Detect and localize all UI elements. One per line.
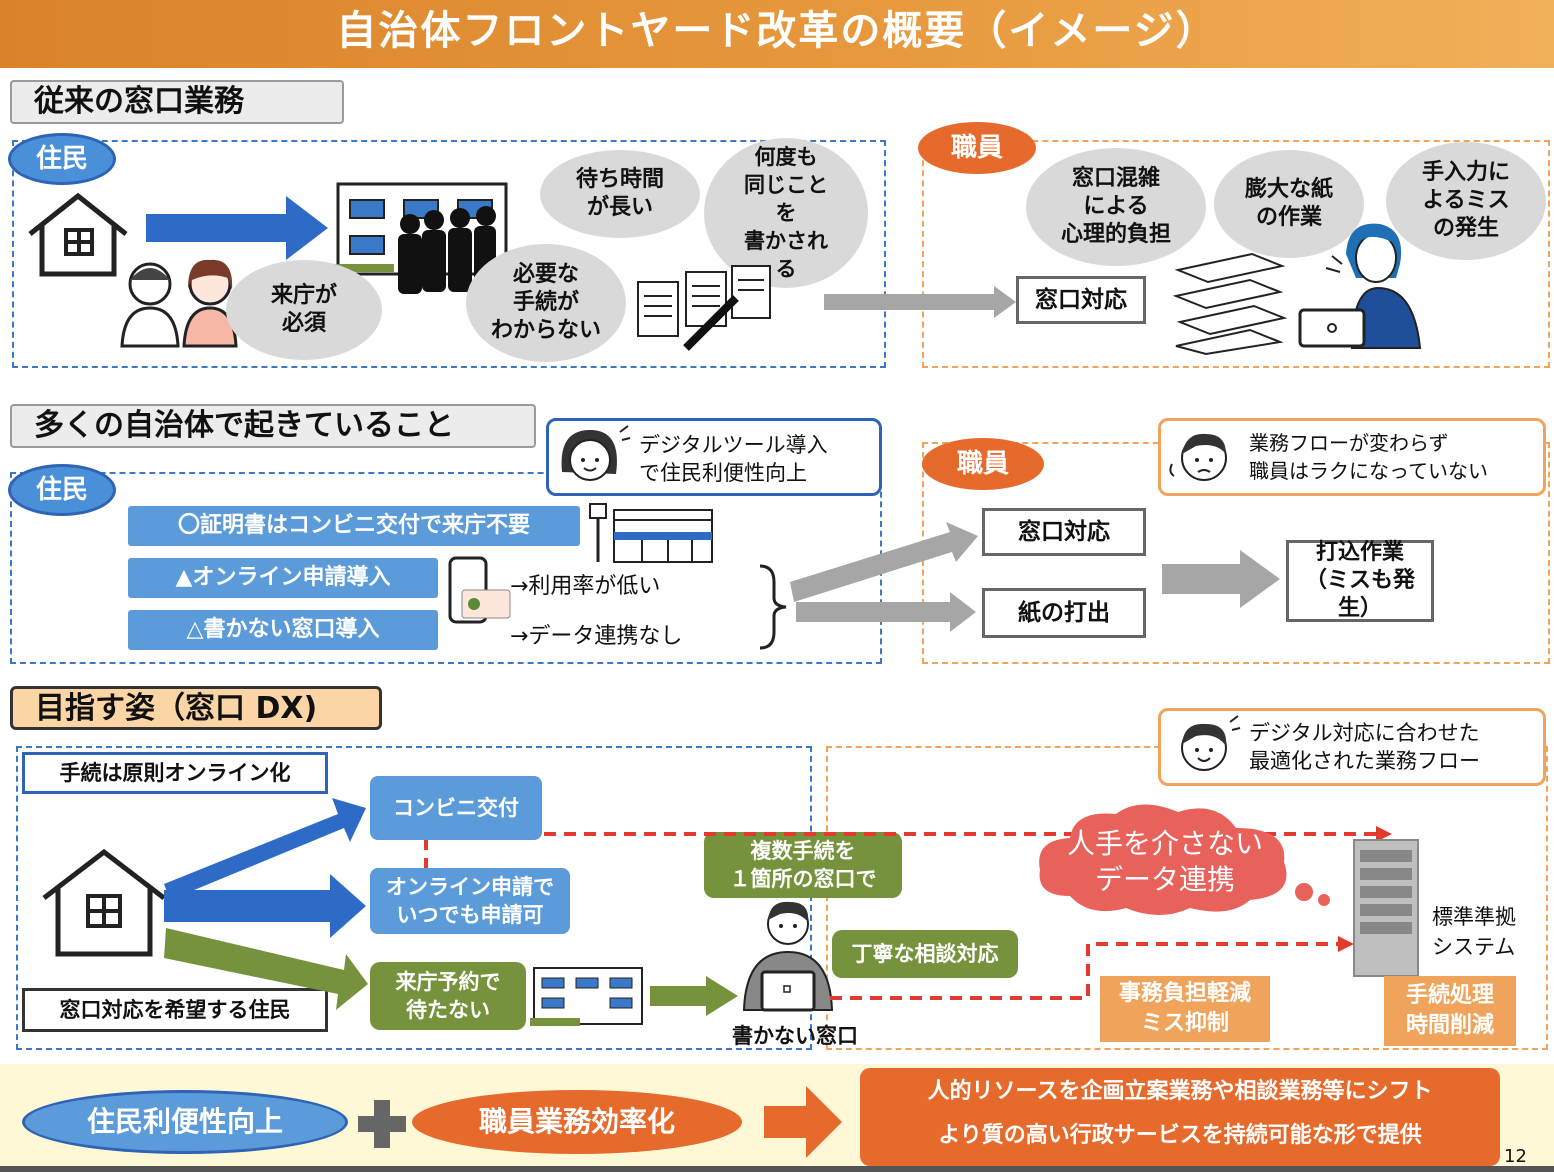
result-low-usage: →利用率が低い [510,574,661,599]
page-title: 自治体フロントヤード改革の概要（イメージ） [336,8,1218,54]
bubble-paper-work: 膨大な紙 の作業 [1214,150,1364,258]
counter-box: 窓口対応 [982,508,1146,556]
burden-reduction-box: 事務負担軽減 ミス抑制 [1100,976,1270,1042]
cloud-text: 人手を介さない データ連携 [1066,827,1263,896]
house-arrows [164,798,368,1010]
convenience-store-icon [589,503,713,563]
item-convenience-store: 〇証明書はコンビニ交付で来庁不要 [128,506,580,546]
time-reduction-box: 手続処理 時間削減 [1384,976,1516,1046]
gray-arrow-traditional [824,286,1016,318]
data-link-cloud [1039,804,1330,915]
residents-icon [120,259,238,348]
paper-print-box: 紙の打出 [982,588,1146,638]
counter-staff-icon [742,901,834,1012]
section-label-current: 多くの自治体で起きていること [10,404,536,448]
house-icon [28,192,128,277]
counter-box: 窓口対応 [1016,276,1146,324]
smiling-face-icon [1181,715,1241,771]
footer-staff-efficiency: 職員業務効率化 [412,1090,742,1154]
staff-area-traditional [922,140,1550,368]
bubble-repeat-writing: 何度も 同じこと を 書かされ る [704,138,868,288]
plus-icon [358,1100,406,1148]
multi-procedure-box: 複数手続を １箇所の窓口で [704,832,902,898]
bubble-visit-required: 来庁が 必須 [226,260,382,360]
standard-system-label: 標準準拠 システム [1432,905,1516,959]
server-icon [1353,839,1419,977]
red-dash-connector [424,840,428,868]
office-building-icon [530,967,643,1026]
resident-tag: 住民 [8,464,116,516]
smartphone-icon [448,556,511,624]
footer-result-line1: 人的リソースを企画立案業務や相談業務等にシフト [927,1079,1433,1104]
consultation-box: 丁寧な相談対応 [832,930,1018,978]
documents-pen-icon [637,265,771,351]
staff-tag: 職員 [918,122,1036,174]
gray-arrow-to-input [1162,550,1280,608]
counter-wish-label: 窓口対応を希望する住民 [22,988,328,1032]
page-number: 12 [1504,1146,1527,1167]
online-policy-label: 手続は原則オンライン化 [22,752,328,794]
gray-arrows-split [790,522,978,632]
resident-area-traditional [12,140,886,368]
section-label-traditional: 従来の窓口業務 [10,80,344,124]
stressed-worker-icon [1298,223,1422,349]
item-online-application: ▲オンライン申請導入 [128,558,438,598]
title-banner [0,0,1554,68]
data-link-lines [544,826,1392,1000]
house-icon [42,848,166,957]
online-apply-box: オンライン申請で いつでも申請可 [370,868,570,934]
footer-result-line2: より質の高い行政サービスを持続可能な形で提供 [938,1123,1422,1148]
reservation-box: 来庁予約で 待たない [370,962,526,1030]
woman-face-icon [561,425,631,481]
resident-tag: 住民 [8,133,116,185]
brace-icon [759,564,787,650]
section-label-target: 目指す姿（窓口 DX) [10,686,382,730]
item-no-writing-counter: △書かない窓口導入 [128,610,438,650]
paper-stack-icon [1172,252,1288,356]
bubble-input-errors: 手入力に よるミス の発生 [1386,142,1546,260]
office-queue-icon [334,182,508,294]
manual-input-box: 打込作業 （ミスも発 生） [1286,540,1434,622]
footer-arrow [764,1086,842,1158]
convenience-store-box: コンビニ交付 [370,776,542,840]
result-no-data-link: →データ連携なし [510,624,683,649]
footer-rule [0,1166,1554,1172]
bubble-stress: 窓口混雑 による 心理的負担 [1026,148,1206,266]
optimized-workflow-note: デジタル対応に合わせた 最適化された業務フロー [1158,708,1546,786]
visit-arrow [146,196,328,260]
worried-face-icon [1169,433,1227,481]
no-write-counter-label: 書かない窓口 [732,1024,858,1048]
footer-result-box [860,1068,1500,1166]
bubble-unknown-procedure: 必要な 手続が わからない [466,244,626,362]
bubble-wait-time: 待ち時間 が長い [540,150,700,238]
green-arrow [650,976,738,1016]
resident-area-target [16,746,812,1050]
footer-resident-convenience: 住民利便性向上 [22,1090,348,1154]
staff-tag: 職員 [922,438,1044,490]
